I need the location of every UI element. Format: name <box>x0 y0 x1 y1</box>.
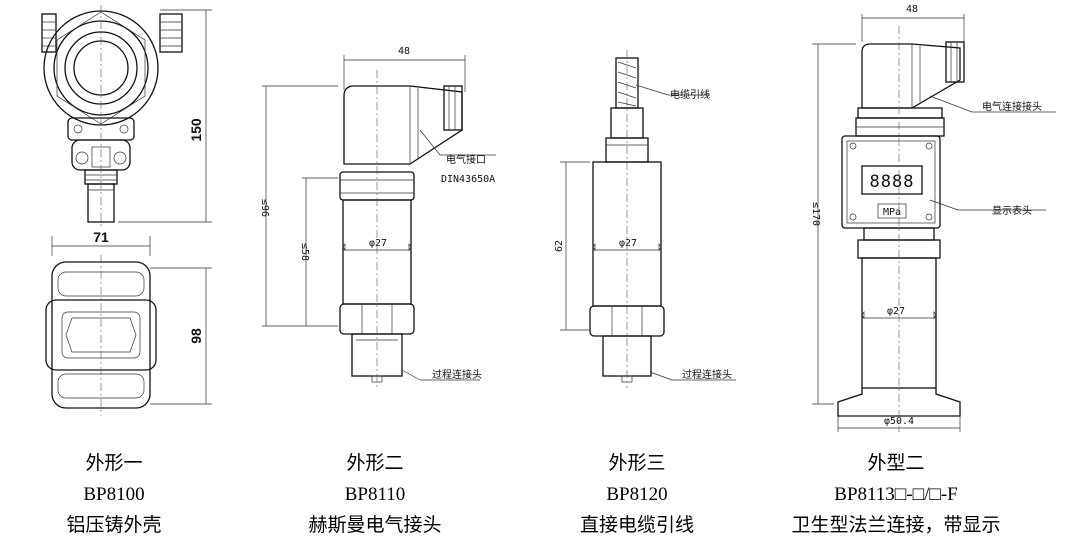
fig2-process-label: 过程连接头 <box>432 368 482 381</box>
fig4-display-unit: MPa <box>883 207 901 218</box>
fig4-diameter-dim: φ27 <box>887 306 905 317</box>
fig3-model: BP8120 <box>606 484 668 505</box>
fig2-total-dim: ≤96 <box>259 199 270 217</box>
figure-4-drawing: 48 电气连接接头 8888 MPa 显示表头 φ27 <box>810 4 1056 432</box>
fig4-connector-label: 电气连接接头 <box>982 100 1042 113</box>
figure-3-drawing: 电缆引线 φ27 62 过程连接头 <box>554 50 736 388</box>
fig3-diameter-dim: φ27 <box>619 238 637 249</box>
fig2-description: 赫斯曼电气接头 <box>308 515 442 536</box>
fig4-total-dim: ≤170 <box>810 202 821 226</box>
figure-1-caption: 外形一 BP8100 铝压铸外壳 <box>0 448 234 541</box>
fig1-depth-dim: 98 <box>188 328 204 344</box>
fig1-model: BP8100 <box>83 484 145 505</box>
fig2-body-dim: ≤58 <box>299 243 310 261</box>
fig2-width-dim: 48 <box>398 46 410 57</box>
fig3-description: 直接电缆引线 <box>579 515 694 536</box>
figure-2-caption: 外形二 BP8110 赫斯曼电气接头 <box>255 448 495 541</box>
fig4-width-dim: 48 <box>906 4 918 15</box>
fig2-model: BP8110 <box>344 484 406 505</box>
fig3-process-label: 过程连接头 <box>682 368 732 381</box>
fig1-height-dim: 150 <box>188 118 204 142</box>
figure-4-caption: 外型二 BP8113□-□/□-F 卫生型法兰连接，带显示 <box>736 448 1056 541</box>
fig2-diameter-dim: φ27 <box>369 238 387 249</box>
fig2-connector-label: 电气接口 <box>446 153 486 166</box>
fig3-cable-label: 电缆引线 <box>670 88 710 101</box>
fig3-shape-name: 外形三 <box>608 453 666 474</box>
fig1-description: 铝压铸外壳 <box>66 515 162 536</box>
figure-3-caption: 外形三 BP8120 直接电缆引线 <box>517 448 757 541</box>
fig4-model: BP8113□-□/□-F <box>834 484 958 505</box>
fig1-shape-name: 外形一 <box>85 453 143 474</box>
figure-2-drawing: 48 φ27 ≤96 ≤58 电气接口 <box>259 46 496 388</box>
fig4-description: 卫生型法兰连接，带显示 <box>791 515 1001 536</box>
fig4-display-digits: 8888 <box>870 172 915 192</box>
fig4-shape-name: 外型二 <box>867 453 925 474</box>
fig1-width-dim: 71 <box>93 229 109 245</box>
fig2-shape-name: 外形二 <box>346 453 404 474</box>
fig3-height-dim: 62 <box>554 240 565 252</box>
fig4-display-label: 显示表头 <box>992 204 1032 217</box>
fig2-connector-std-label: DIN43650A <box>441 174 495 185</box>
figure-1-drawing: 150 71 98 <box>41 5 212 416</box>
